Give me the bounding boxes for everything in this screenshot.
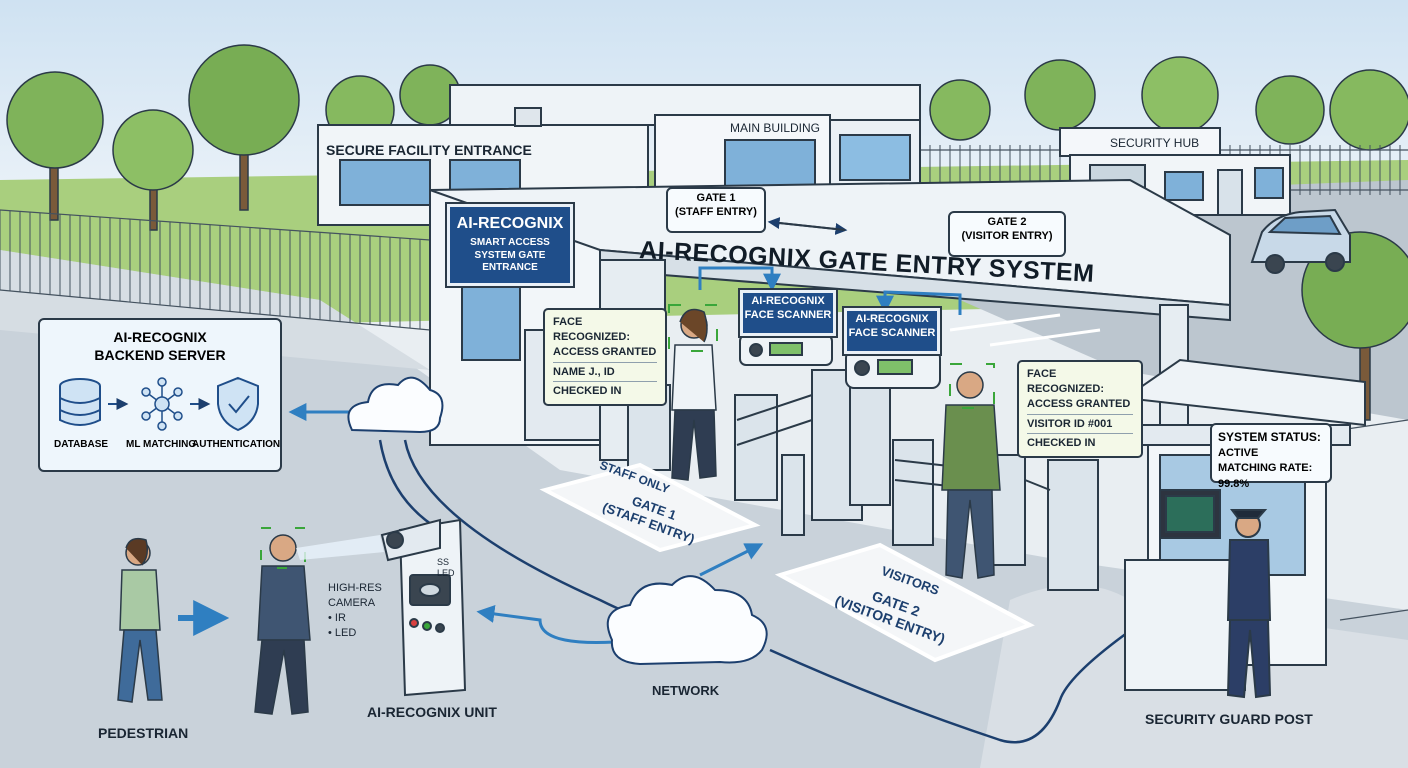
staff-callout-line4: CHECKED IN <box>553 381 657 399</box>
camera-led: • LED <box>328 626 357 639</box>
kiosk-ss: SS <box>437 557 450 567</box>
pedestrian-label: PEDESTRIAN <box>98 725 189 741</box>
main-building-label: MAIN BUILDING <box>730 121 821 135</box>
gate-sign-subtitle: SMART ACCESS SYSTEM GATE ENTRANCE <box>470 237 550 273</box>
turnstiles <box>627 369 1099 591</box>
status-matching-rate: MATCHING RATE: 99.8% <box>1218 462 1313 490</box>
gate2-tag: GATE 2 (VISITOR ENTRY) <box>948 211 1066 257</box>
face-scanner-sign-1: AI-RECOGNIX FACE SCANNER <box>738 288 838 338</box>
cloud-upper <box>347 376 444 434</box>
ai-recognix-kiosk <box>296 518 467 697</box>
staff-recognition-callout: FACE RECOGNIZED: ACCESS GRANTED NAME J.,… <box>543 308 667 407</box>
ground-lane-visitor <box>774 542 1035 663</box>
authentication-label: AUTHENTICATION <box>192 439 281 450</box>
visitor-man <box>941 363 1001 579</box>
database-icon <box>59 378 101 426</box>
scanner-heads <box>739 334 941 389</box>
status-title: SYSTEM STATUS: <box>1218 430 1321 444</box>
ml-network-icon <box>141 377 183 431</box>
scanner2-line1: AI-RECOGNIX <box>855 313 929 325</box>
scanner1-line1: AI-RECOGNIX <box>751 295 825 307</box>
shield-check-icon <box>217 376 259 432</box>
backend-icons <box>59 376 259 432</box>
backend-title-line2: BACKEND SERVER <box>94 347 226 364</box>
ground-lane-staff <box>539 462 761 553</box>
face-scanner-sign-2: AI-RECOGNIX FACE SCANNER <box>842 306 942 356</box>
system-status-callout: SYSTEM STATUS: ACTIVE MATCHING RATE: 99.… <box>1210 423 1332 490</box>
camera-line1: HIGH-RES <box>328 582 382 594</box>
staff-callout-line1: FACE RECOGNIZED: <box>553 316 630 343</box>
kiosk-panel-label: SS LED <box>437 557 455 579</box>
parked-car <box>1250 208 1351 274</box>
security-hub-label: SECURITY HUB <box>1110 136 1200 150</box>
camera-ir: • IR <box>328 611 346 624</box>
gate2-tag-line2: (VISITOR ENTRY) <box>961 230 1053 243</box>
visitor-callout-line4: CHECKED IN <box>1027 433 1133 451</box>
ml-matching-label: ML MATCHING <box>126 439 197 450</box>
visitor-recognition-callout: FACE RECOGNIZED: ACCESS GRANTED VISITOR … <box>1017 360 1143 459</box>
status-state: ACTIVE <box>1218 446 1259 459</box>
cloud-network <box>606 575 768 666</box>
gate2-tag-line1: GATE 2 <box>987 216 1027 228</box>
staff-woman <box>668 304 718 481</box>
gate-sign-title: AI-RECOGNIX <box>456 215 564 232</box>
gate1-tag-line1: GATE 1 <box>696 192 736 204</box>
visitor-callout-line3: VISITOR ID #001 <box>1027 413 1133 432</box>
gate1-tag-line2: (STAFF ENTRY) <box>675 206 757 219</box>
kiosk-led: LED <box>437 567 455 578</box>
flow-arrows <box>178 217 962 636</box>
guard-post-label: SECURITY GUARD POST <box>1145 711 1313 727</box>
gate-entrance-sign: AI-RECOGNIX SMART ACCESS SYSTEM GATE ENT… <box>445 202 575 288</box>
database-label: DATABASE <box>54 439 109 450</box>
visitor-callout-line2: ACCESS GRANTED <box>1027 397 1131 410</box>
camera-spec-label: HIGH-RES CAMERA • IR • LED <box>328 581 382 640</box>
gate1-tag: GATE 1 (STAFF ENTRY) <box>666 187 766 233</box>
facility-entrance-label: SECURE FACILITY ENTRANCE <box>326 142 532 158</box>
scanner1-line2: FACE SCANNER <box>744 308 832 321</box>
backend-server-panel: AI-RECOGNIX BACKEND SERVER <box>38 318 282 472</box>
trees <box>6 44 1408 421</box>
visitor-callout-line1: FACE RECOGNIZED: <box>1027 368 1104 395</box>
fence-left <box>0 209 431 331</box>
guard-booth <box>1122 358 1366 699</box>
ai-unit-label: AI-RECOGNIX UNIT <box>367 704 497 720</box>
pedestrian-woman <box>117 537 163 703</box>
scanner2-line2: FACE SCANNER <box>848 326 936 339</box>
staff-callout-line3: NAME J., ID <box>553 361 657 380</box>
network-label: NETWORK <box>652 683 720 698</box>
pedestrian-man <box>254 527 311 715</box>
camera-line2: CAMERA <box>328 596 376 609</box>
backend-title-line1: AI-RECOGNIX <box>113 329 207 345</box>
staff-callout-line2: ACCESS GRANTED <box>553 345 657 358</box>
